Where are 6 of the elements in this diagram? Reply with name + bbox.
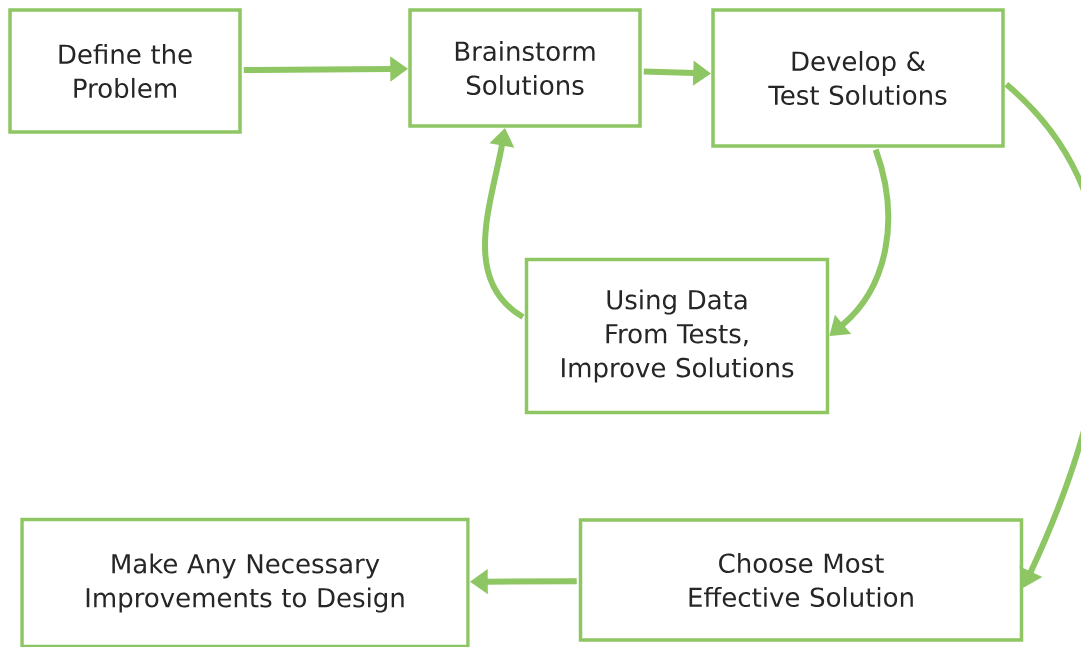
process-box: Choose Most Effective Solution [578,518,1024,642]
process-box: Define the Problem [8,8,242,134]
process-box: Make Any Necessary Improvements to Design [20,517,470,647]
process-box: Using Data From Tests, Improve Solutions [524,257,830,415]
process-box: Develop & Test Solutions [711,8,1005,148]
process-box: Brainstorm Solutions [408,8,642,128]
